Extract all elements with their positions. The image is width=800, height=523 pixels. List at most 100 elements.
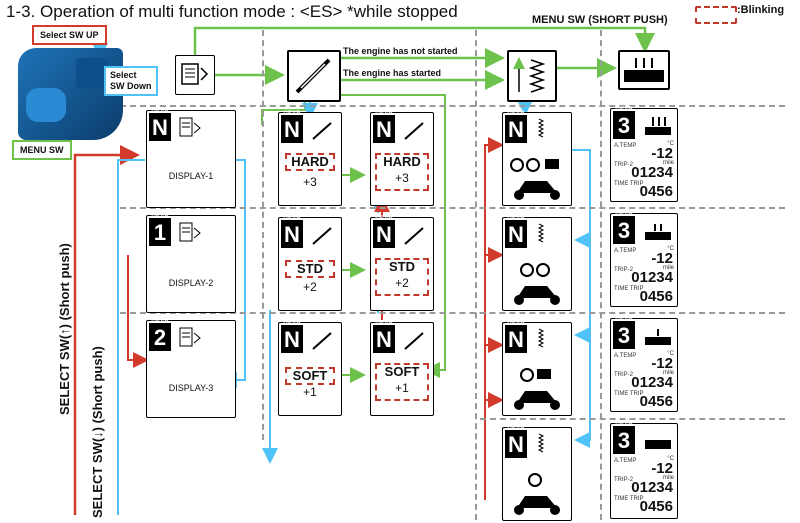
- trip2-value: 01234: [631, 374, 673, 391]
- time-trip-value: 0456: [639, 183, 673, 200]
- gear-tag: GEAR: [507, 111, 525, 117]
- air-temp-label: A.TEMP: [614, 143, 637, 149]
- gear-indicator: 1: [153, 220, 167, 245]
- gear-tag: GEAR: [375, 111, 393, 117]
- damper-icon: [312, 122, 332, 140]
- grid-col-line: [262, 30, 264, 440]
- preload-load-icons: [514, 433, 560, 515]
- gear-indicator: N: [508, 222, 524, 247]
- menu-switch: [26, 88, 66, 122]
- preload-load-icons: [514, 223, 560, 305]
- damping-mode-name: HARD: [285, 153, 335, 171]
- gear-tag: GEAR: [151, 319, 169, 325]
- spring-icon: [537, 223, 545, 243]
- grip-heater-level-icon: [645, 440, 671, 449]
- air-temp-label: A.TEMP: [614, 458, 637, 464]
- gear-indicator: N: [376, 222, 392, 247]
- damping-mode-value: +2: [303, 280, 317, 294]
- preload-load-icons: [510, 118, 560, 200]
- grip-heater-level-icon: [645, 117, 671, 135]
- gear-tag: GEAR: [151, 109, 169, 115]
- display-mode-icon: [175, 55, 215, 95]
- gear-tag: GEAR: [283, 111, 301, 117]
- spring-icon: [537, 118, 545, 138]
- distance-unit: mile: [662, 265, 674, 271]
- trip2-label: TRIP-2: [614, 162, 634, 168]
- air-temp-value: -12: [651, 355, 673, 372]
- select-down-side-label: SELECT SW(↓) (Short push): [90, 346, 105, 518]
- gear-indicator: 3: [617, 218, 631, 243]
- damping-mode-value: +3: [303, 175, 317, 189]
- luggage-icon: [537, 369, 551, 379]
- grid-row-line: [120, 312, 785, 314]
- grid-col-line: [600, 30, 602, 520]
- damping-mode-blink-box: SOFT +1: [375, 363, 429, 401]
- damping-mode-name: STD: [389, 259, 415, 274]
- damper-icon: [404, 227, 424, 245]
- motorcycle-icon: [517, 181, 557, 193]
- gear-indicator: N: [284, 327, 300, 352]
- engine-not-started-label: The engine has not started: [343, 46, 458, 56]
- grid-row-line: [480, 418, 785, 420]
- page-title: 1-3. Operation of multi function mode : …: [6, 2, 458, 21]
- rider-helmet-icon: [520, 263, 534, 277]
- trip2-value: 01234: [631, 269, 673, 286]
- grip-heater-level-icon: [645, 224, 671, 240]
- grip-heater-level-icon: [645, 329, 671, 345]
- select-up-arrow: [73, 145, 140, 515]
- temp-unit: °C: [667, 246, 674, 252]
- display-name: DISPLAY-3: [168, 383, 214, 393]
- trip2-value: 01234: [631, 479, 673, 496]
- damper-icon: [404, 122, 424, 140]
- gear-indicator: 3: [617, 113, 631, 138]
- damper-icon: [312, 227, 332, 245]
- shock-absorber-icon: [295, 58, 331, 94]
- rider-helmet-icon: [528, 473, 542, 487]
- gear-indicator: N: [508, 327, 524, 352]
- display-list-icon: [179, 117, 201, 137]
- gear-tag: GEAR: [283, 216, 301, 222]
- air-temp-value: -12: [651, 145, 673, 162]
- damping-mode-value: +2: [395, 276, 409, 290]
- display-list-icon: [181, 63, 209, 85]
- menu-loop-arrow: [193, 26, 655, 55]
- gear-indicator: N: [376, 117, 392, 142]
- gear-tag: GEAR: [151, 214, 169, 220]
- select-up-side-label: SELECT SW(↑) (Short push): [57, 243, 72, 415]
- select-sw-down-label: Select SW Down: [104, 66, 158, 96]
- gear-indicator: N: [152, 115, 168, 140]
- select-sw-up-label: Select SW UP: [32, 25, 107, 45]
- engine-started-label: The engine has started: [343, 68, 442, 78]
- rider-helmet-icon: [510, 158, 524, 172]
- time-trip-label: TIME TRIP: [614, 181, 644, 187]
- rider-helmet-icon: [520, 368, 534, 382]
- gear-indicator: 3: [617, 323, 631, 348]
- damping-mode-name: SOFT: [285, 367, 335, 385]
- spring-icon: [513, 57, 546, 93]
- distance-unit: mile: [662, 475, 674, 481]
- trip2-value: 01234: [631, 164, 673, 181]
- time-trip-value: 0456: [639, 393, 673, 410]
- gear-tag: GEAR: [507, 426, 525, 432]
- distance-unit: mile: [662, 370, 674, 376]
- preload-load-icons: [514, 328, 560, 410]
- spring-icon: [537, 328, 545, 348]
- trip2-label: TRIP-2: [614, 477, 634, 483]
